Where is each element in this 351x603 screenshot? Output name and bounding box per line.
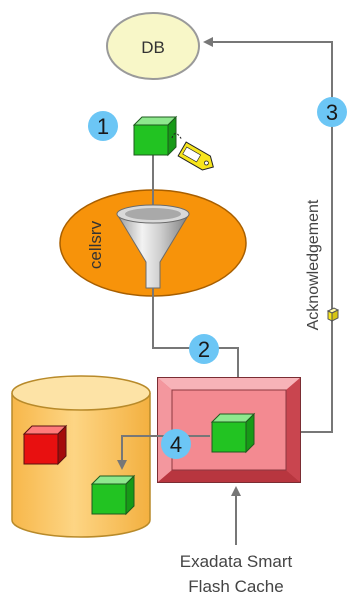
- acknowledgement-label: Acknowledgement: [305, 199, 322, 330]
- ack-marker-icon: [326, 307, 340, 322]
- step-1-label: 1: [97, 114, 109, 139]
- funnel-icon: [116, 204, 190, 289]
- cellsrv-label: cellsrv: [86, 220, 105, 269]
- block-cube-top: [132, 115, 178, 157]
- caption-line-2: Flash Cache: [188, 577, 283, 596]
- step-4-label: 4: [170, 432, 182, 457]
- db-node: DB: [106, 12, 200, 80]
- acknowledgement-arrow: [203, 37, 333, 433]
- caption-line-1: Exadata Smart: [180, 552, 293, 571]
- block-cube-cache: [210, 412, 256, 454]
- step-3-label: 3: [326, 100, 338, 125]
- step-badge-4: 4: [161, 429, 191, 459]
- block-cube-disk-red: [22, 424, 68, 466]
- step-2-label: 2: [198, 337, 210, 362]
- flash-cache-box: [157, 377, 301, 483]
- block-cube-disk-green: [90, 474, 136, 516]
- step-badge-1: 1: [88, 111, 118, 141]
- step-badge-3: 3: [317, 97, 347, 127]
- tag-icon: [171, 133, 214, 171]
- step-badge-2: 2: [189, 334, 219, 364]
- db-label: DB: [141, 38, 165, 57]
